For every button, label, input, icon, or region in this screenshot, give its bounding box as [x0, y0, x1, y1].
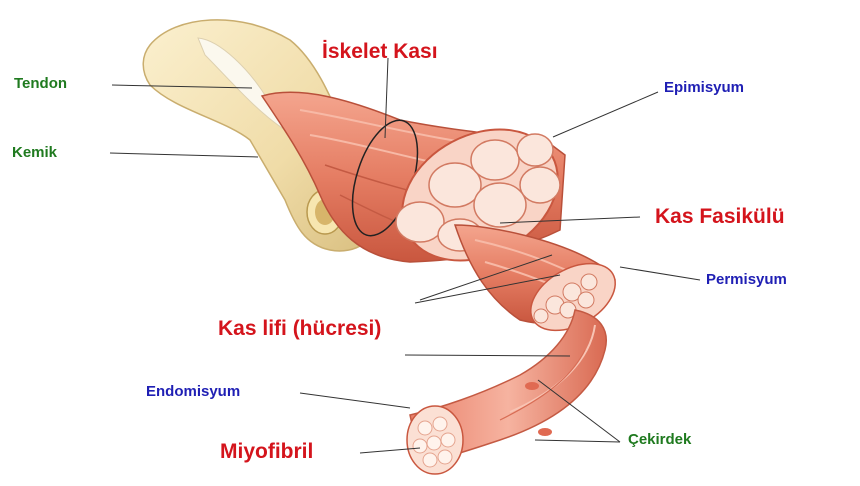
label-endomisyum: Endomisyum	[146, 384, 240, 399]
label-miyofibril: Miyofibril	[220, 441, 313, 462]
label-tendon: Tendon	[14, 76, 67, 91]
label-iskelet-kasi: İskelet Kası	[322, 41, 438, 62]
label-kas-lifi: Kas lifi (hücresi)	[218, 318, 381, 339]
label-permisyum: Permisyum	[706, 272, 787, 287]
label-epimisyum: Epimisyum	[664, 80, 744, 95]
label-cekirdek: Çekirdek	[628, 432, 691, 447]
label-kemik: Kemik	[12, 145, 57, 160]
label-kas-fasikulu: Kas Fasikülü	[655, 206, 785, 227]
muscle-fiber	[407, 310, 606, 474]
